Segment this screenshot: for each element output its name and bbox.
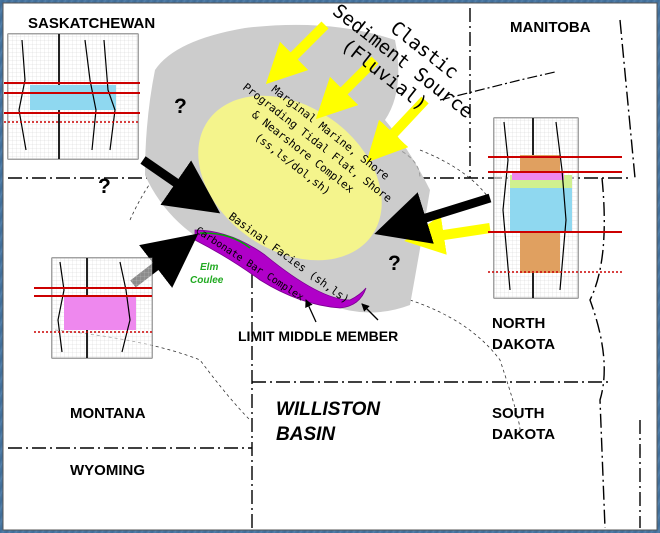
question-mark-north: ?: [174, 95, 187, 118]
question-mark-east: ?: [388, 252, 401, 275]
label-south-dakota-2: DAKOTA: [492, 426, 555, 443]
black-arrow-northwest: [140, 156, 221, 214]
black-arrow-east: [374, 192, 492, 244]
label-south-dakota-1: SOUTH: [492, 405, 545, 422]
label-williston-basin-2: BASIN: [276, 424, 336, 445]
well-log-saskatchewan: [4, 33, 140, 160]
label-manitoba: MANITOBA: [510, 19, 591, 36]
carbonate-bar-complex: [194, 229, 367, 309]
yellow-arrow-3: [366, 96, 429, 163]
label-wyoming: WYOMING: [70, 462, 145, 479]
limit-pointer-arrows: [305, 299, 379, 323]
label-montana: MONTANA: [70, 405, 146, 422]
elm-coulee-label-1: Elm: [200, 262, 218, 273]
label-williston-basin-1: WILLISTON: [276, 399, 381, 420]
yellow-arrow-4: [404, 215, 491, 255]
minnesota-border: [589, 177, 606, 529]
sediment-supply-arrows: [265, 21, 491, 255]
limit-middle-member-label: LIMIT MIDDLE MEMBER: [238, 328, 398, 344]
well-log-montana: [34, 257, 153, 359]
label-north-dakota-1: NORTH: [492, 315, 545, 332]
label-saskatchewan: SASKATCHEWAN: [28, 15, 155, 32]
elm-coulee-label-2: Coulee: [190, 275, 224, 286]
yellow-arrow-1: [265, 21, 329, 85]
label-north-dakota-2: DAKOTA: [492, 336, 555, 353]
well-log-manitoba: [488, 117, 622, 299]
marginal-marine-zone: [198, 95, 382, 261]
manitoba-east-border: [619, 19, 636, 179]
river-line: [439, 71, 556, 101]
question-mark-west: ?: [98, 175, 111, 198]
yellow-arrow-2: [315, 56, 379, 120]
